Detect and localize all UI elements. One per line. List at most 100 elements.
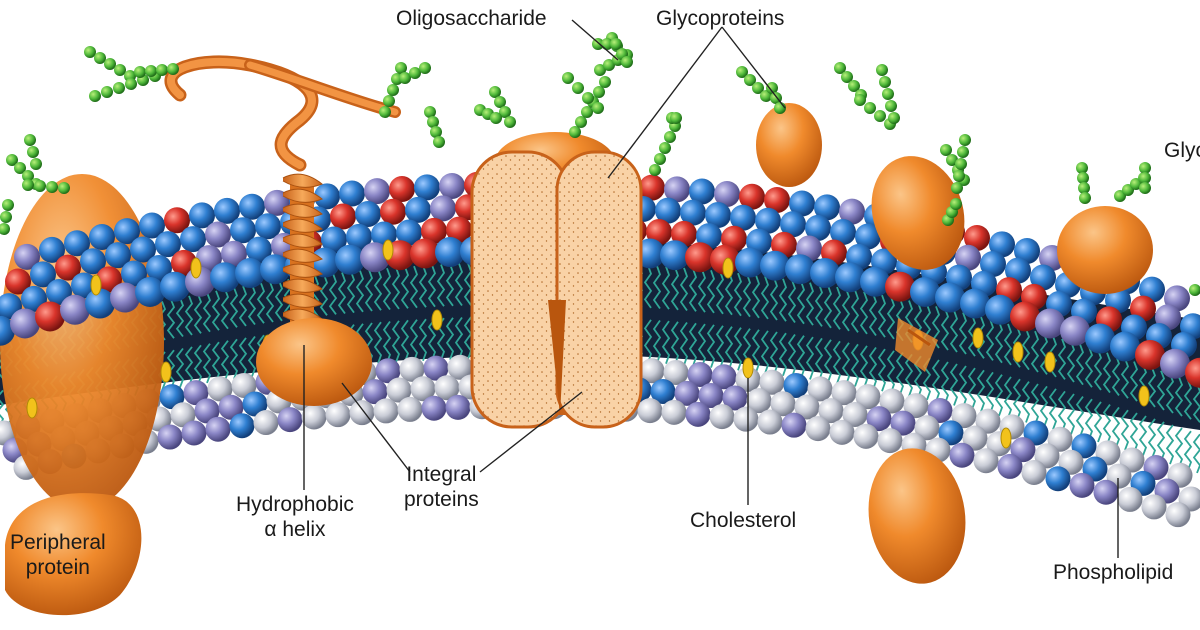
phospholipid-head <box>339 180 365 207</box>
lipid-tail <box>688 322 698 367</box>
sugar-bead <box>125 78 137 90</box>
sugar-bead <box>399 72 411 84</box>
lipid-tail <box>832 340 842 384</box>
lipid-tail <box>391 320 401 363</box>
lipid-tail <box>175 347 185 388</box>
lipid-tail <box>400 319 410 363</box>
lipid-tail <box>247 335 257 377</box>
phospholipid-head <box>221 240 247 267</box>
sugar-bead <box>22 170 34 182</box>
lipid-tail <box>796 335 806 379</box>
label-hydrophobic-line1: Hydrophobic <box>236 493 354 516</box>
phospholipid-head <box>879 388 905 414</box>
lipid-tail <box>814 283 824 327</box>
label-cholesterol: Cholesterol <box>690 509 797 532</box>
lipid-tail <box>427 318 437 361</box>
sugar-bead <box>603 59 615 71</box>
phospholipid-head <box>807 376 833 402</box>
lipid-tail <box>202 343 212 384</box>
phospholipid-head <box>975 408 1001 434</box>
label-peripheral-protein: Peripheral protein <box>10 530 106 580</box>
lipid-tail <box>931 359 941 402</box>
phospholipid-head <box>355 200 381 227</box>
phospholipid-head <box>405 196 431 223</box>
lipid-tail <box>661 320 671 365</box>
phospholipid-head <box>180 226 206 253</box>
sugar-bead <box>649 164 661 176</box>
lipid-tail <box>1138 415 1148 456</box>
cholesterol-molecule <box>160 361 172 383</box>
sugar-bead <box>664 131 676 143</box>
phospholipid-head <box>230 217 256 244</box>
phospholipid-head <box>214 197 240 224</box>
phospholipid-head <box>39 236 65 263</box>
sugar-bead <box>30 158 42 170</box>
phospholipid-head <box>1085 323 1115 354</box>
lipid-tail <box>940 361 950 404</box>
lipid-tail <box>886 296 896 340</box>
sugar-bead <box>562 72 574 84</box>
sugar-bead <box>864 102 876 114</box>
sugar-bead <box>1139 172 1151 184</box>
phospholipid-head <box>435 237 465 268</box>
phospholipid-head <box>733 406 759 432</box>
phospholipid-head <box>105 242 131 269</box>
lipid-tail <box>319 274 329 316</box>
lipid-tail <box>724 326 734 370</box>
lipid-tail <box>949 310 959 353</box>
sugar-bead <box>24 134 36 146</box>
lipid-tail <box>985 371 995 414</box>
phospholipid-head <box>235 258 265 289</box>
phospholipid-head <box>5 268 31 295</box>
phospholipid-head <box>910 276 940 307</box>
phospholipid-head <box>805 214 831 241</box>
phospholipid-head <box>380 198 406 225</box>
lipid-tail <box>679 321 689 366</box>
sugar-bead <box>599 76 611 88</box>
phospholipid-head <box>735 247 765 278</box>
lipid-tail <box>184 295 194 336</box>
lipid-tail <box>1084 346 1094 388</box>
sugar-bead <box>882 88 894 100</box>
lipid-tail <box>787 279 797 324</box>
phospholipid-head <box>781 412 807 438</box>
lipid-tail <box>1057 338 1067 380</box>
phospholipid-head <box>1110 331 1140 362</box>
lipid-tail <box>643 319 653 363</box>
phospholipid-head <box>196 245 222 272</box>
lipid-tail <box>841 288 851 332</box>
phospholipid-head <box>255 213 281 240</box>
phospholipid-head <box>310 247 340 278</box>
sugar-bead <box>58 182 70 194</box>
sugar-bead <box>946 154 958 166</box>
phospholipid-head <box>430 195 456 222</box>
phospholipid-head <box>229 413 255 439</box>
label-oligosaccharide: Oligosaccharide <box>396 7 547 30</box>
phospholipid-head <box>330 203 356 230</box>
sugar-bead <box>736 66 748 78</box>
cholesterol-molecule <box>90 274 102 296</box>
phospholipid-head <box>938 420 964 446</box>
sugar-bead <box>752 82 764 94</box>
lipid-tail <box>751 274 761 319</box>
phospholipid-head <box>755 207 781 234</box>
phospholipid-head <box>759 369 785 395</box>
sugar-bead <box>621 56 633 68</box>
phospholipid-head <box>89 224 115 251</box>
peripheral-protein-inner <box>868 448 966 584</box>
sugar-bead <box>1077 172 1089 184</box>
phospholipid-head <box>739 183 765 210</box>
lipid-tail <box>1030 383 1040 426</box>
label-peripheral-line1: Peripheral <box>10 531 106 554</box>
phospholipid-head <box>1160 348 1190 379</box>
lipid-tail <box>1147 367 1157 408</box>
lipid-tail <box>1030 330 1040 373</box>
phospholipid-head <box>207 376 233 402</box>
phospholipid-head <box>239 193 265 220</box>
phospholipid-head <box>927 398 953 423</box>
lipid-tail <box>202 292 212 333</box>
lipid-tail <box>1021 381 1031 423</box>
sugar-bead <box>383 95 395 107</box>
label-integral-line1: Integral <box>406 463 477 486</box>
